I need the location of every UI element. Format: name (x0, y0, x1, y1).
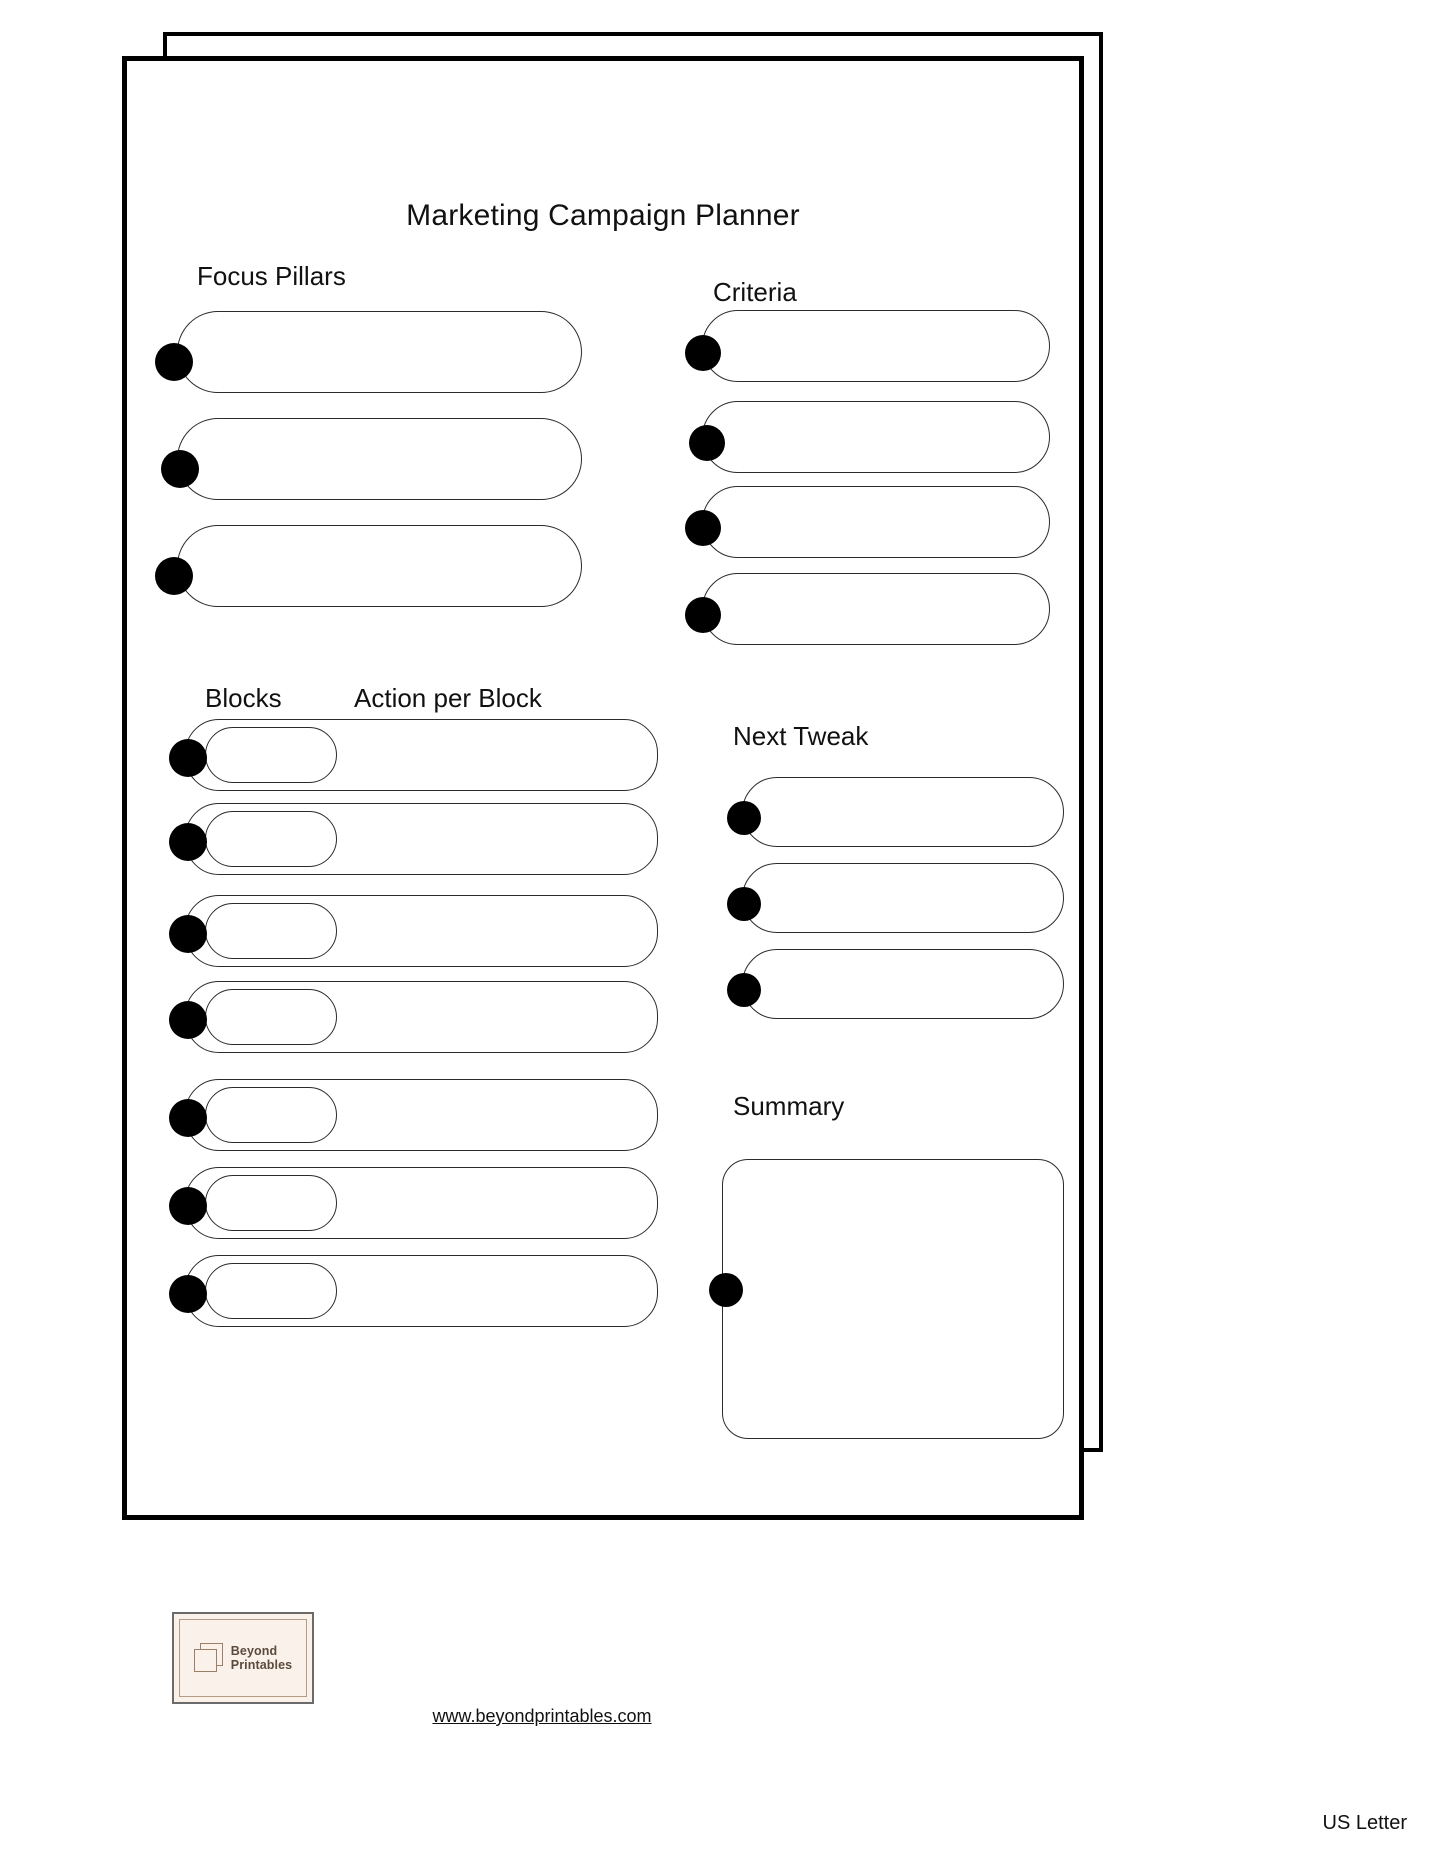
section-label-criteria: Criteria (713, 277, 797, 307)
brand-name-line1: Beyond (230, 1644, 278, 1658)
criteria-field-3[interactable] (702, 486, 1050, 558)
bullet-dot-icon (727, 973, 761, 1007)
section-label-next-tweak: Next Tweak (733, 721, 869, 751)
summary-field[interactable] (722, 1159, 1064, 1439)
bullet-dot-icon (685, 335, 721, 371)
brand-logo-badge: Beyond Printables (172, 1612, 314, 1704)
bullet-dot-icon (169, 1001, 207, 1039)
next-tweak-field-2[interactable] (742, 863, 1064, 933)
stacked-pages-icon (193, 1643, 224, 1673)
focus-pillar-field-3[interactable] (177, 525, 582, 607)
section-label-blocks: Blocks (205, 683, 282, 713)
section-label-focus-pillars: Focus Pillars (197, 261, 346, 291)
blocks-field-1[interactable] (205, 727, 337, 783)
focus-pillar-field-1[interactable] (177, 311, 582, 393)
brand-name-line2: Printables (230, 1658, 293, 1672)
bullet-dot-icon (155, 557, 193, 595)
bullet-dot-icon (727, 887, 761, 921)
bullet-dot-icon (169, 823, 207, 861)
bullet-dot-icon (169, 1187, 207, 1225)
blocks-field-2[interactable] (205, 811, 337, 867)
paper-size-label: US Letter (1322, 1812, 1407, 1834)
bullet-dot-icon (685, 510, 721, 546)
bullet-dot-icon (727, 801, 761, 835)
bullet-dot-icon (169, 1099, 207, 1137)
next-tweak-field-3[interactable] (742, 949, 1064, 1019)
criteria-field-1[interactable] (702, 310, 1050, 382)
section-label-summary: Summary (733, 1091, 845, 1121)
brand-logo-inner: Beyond Printables (179, 1619, 307, 1697)
bullet-dot-icon (169, 739, 207, 777)
next-tweak-field-1[interactable] (742, 777, 1064, 847)
blocks-field-4[interactable] (205, 989, 337, 1045)
brand-name: Beyond Printables (231, 1644, 292, 1672)
bullet-dot-icon (155, 343, 193, 381)
criteria-field-2[interactable] (702, 401, 1050, 473)
criteria-field-4[interactable] (702, 573, 1050, 645)
bullet-dot-icon (685, 597, 721, 633)
blocks-field-7[interactable] (205, 1263, 337, 1319)
bullet-dot-icon (169, 915, 207, 953)
blocks-field-6[interactable] (205, 1175, 337, 1231)
blocks-field-5[interactable] (205, 1087, 337, 1143)
bullet-dot-icon (689, 425, 725, 461)
focus-pillar-field-2[interactable] (177, 418, 582, 500)
blocks-field-3[interactable] (205, 903, 337, 959)
page-title: Marketing Campaign Planner (406, 199, 800, 232)
section-label-action-per-block: Action per Block (354, 683, 542, 713)
website-url[interactable]: www.beyondprintables.com (432, 1706, 652, 1726)
paper-sheet: Marketing Campaign Planner Focus Pillars… (122, 56, 1084, 1520)
bullet-dot-icon (161, 450, 199, 488)
bullet-dot-icon (169, 1275, 207, 1313)
bullet-dot-icon (709, 1273, 743, 1307)
